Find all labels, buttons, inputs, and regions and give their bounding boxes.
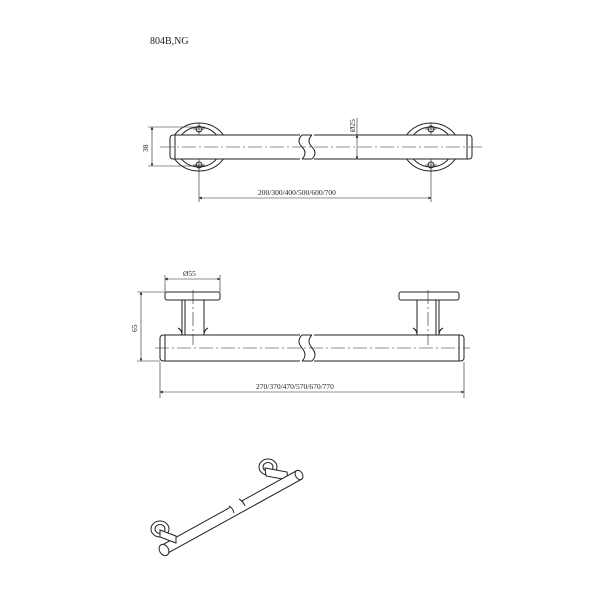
front-view: Ø55 65 270/370/470/570/670/770 bbox=[130, 269, 470, 398]
top-tube bbox=[160, 133, 482, 161]
flange-diameter-label: Ø55 bbox=[183, 269, 196, 278]
isometric-view bbox=[150, 458, 304, 557]
overall-length-label: 270/370/470/570/670/770 bbox=[256, 382, 334, 391]
tube-diameter-label: Ø25 bbox=[348, 119, 357, 132]
center-distance-label: 200/300/400/500/600/700 bbox=[258, 188, 336, 197]
front-tube bbox=[155, 290, 470, 363]
height-dim-label: 38 bbox=[141, 144, 150, 152]
iso-tube bbox=[161, 469, 304, 554]
product-code: 804B,NG bbox=[150, 36, 189, 47]
right-flange-plate bbox=[398, 291, 460, 301]
projection-dim-label: 65 bbox=[130, 324, 139, 332]
left-flange-plate bbox=[164, 291, 221, 301]
top-view: Ø25 38 200/300/400/500/600/700 bbox=[141, 118, 482, 202]
iso-tube-end bbox=[158, 543, 170, 557]
